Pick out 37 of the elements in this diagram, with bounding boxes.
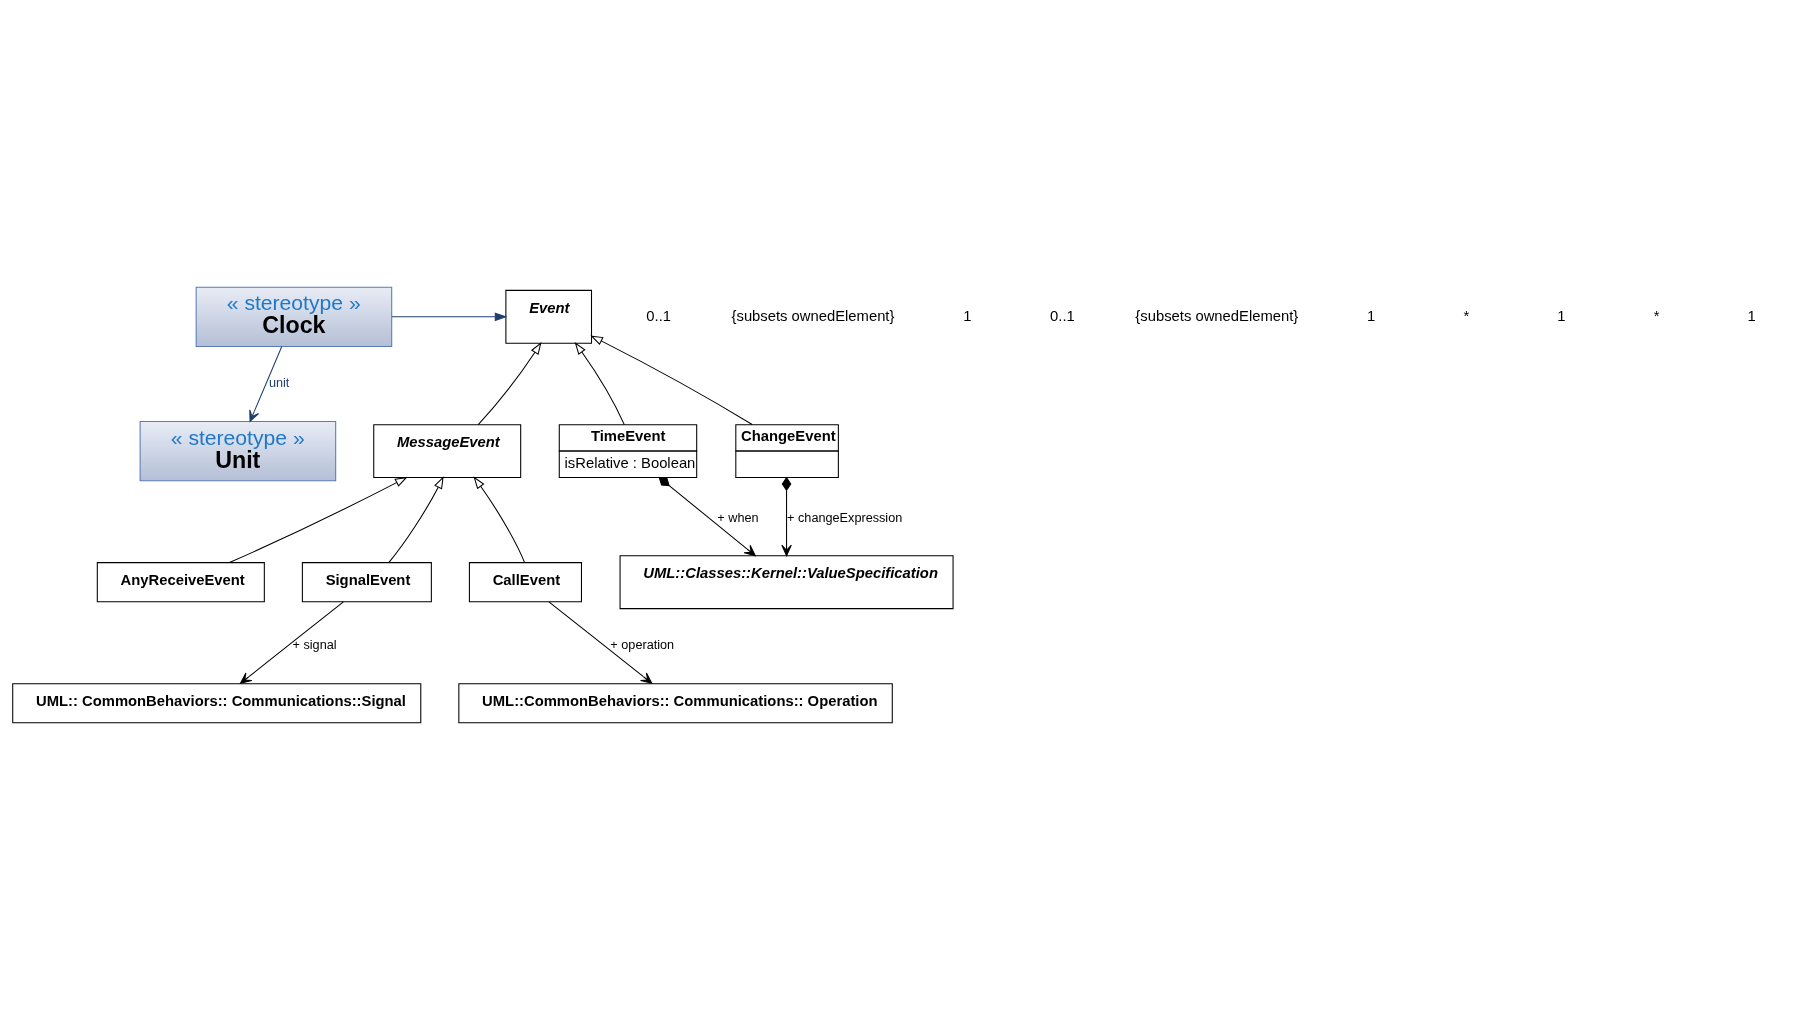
label: 1 (1367, 307, 1376, 324)
arrow (391, 311, 508, 321)
edge-label: + signal (292, 637, 337, 652)
label: 1 (1557, 307, 1566, 324)
arrow (658, 476, 756, 556)
label: {subsets ownedElement} (1135, 307, 1299, 324)
node-box: AnyReceiveEvent (96, 561, 265, 602)
label: 0..1 (1050, 307, 1075, 324)
arrow (590, 334, 753, 425)
arrow (548, 600, 653, 684)
node-box: UML:: CommonBehaviors:: Communications::Signal (12, 682, 422, 723)
arrow (388, 475, 444, 563)
label: * (1463, 307, 1470, 324)
arrow (249, 345, 283, 422)
edge-label: + changeExpression (787, 509, 903, 524)
label: 1 (963, 307, 972, 324)
node-box: UML::Classes::Kernel::ValueSpecification (619, 554, 954, 609)
edge-label: unit (268, 375, 290, 390)
label: {subsets ownedElement} (731, 307, 895, 324)
edge-label: + operation (610, 637, 675, 652)
label: 0..1 (646, 307, 671, 324)
arrow (574, 341, 625, 425)
node-box: UML::CommonBehaviors:: Communications:: Operation (458, 682, 893, 723)
node-box: CallEvent (468, 561, 582, 602)
node-box: SignalEvent (301, 561, 432, 602)
arrow (781, 476, 792, 556)
node-box: MessageEvent (373, 423, 522, 478)
arrow (477, 341, 542, 425)
arrow (240, 600, 344, 684)
node-box: « stereotype » Clock (195, 286, 393, 347)
node-box: « stereotype » Unit (139, 420, 337, 481)
node-box: Event (505, 289, 593, 344)
edge-label: + when (717, 509, 759, 524)
arrow (228, 476, 408, 563)
arrow (473, 475, 525, 563)
label: 1 (1747, 307, 1756, 324)
label: * (1653, 307, 1660, 324)
